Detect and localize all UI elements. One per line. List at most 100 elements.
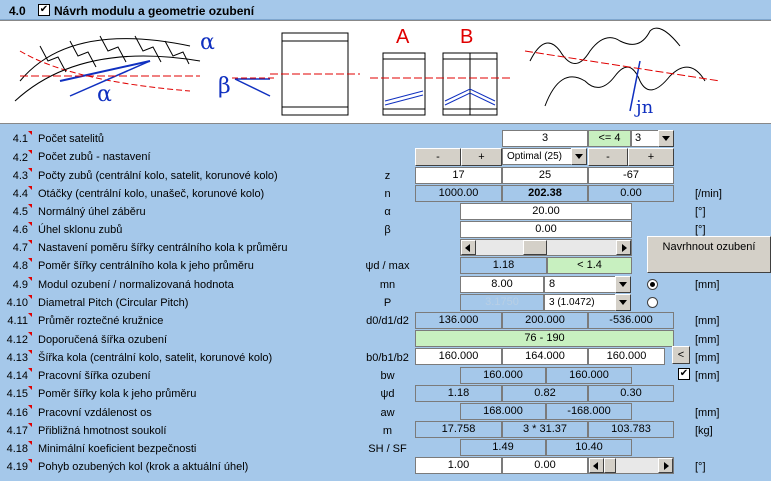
unit-mm: [mm] [695, 370, 720, 382]
pitch-diameter-ring: -536.000 [588, 312, 674, 329]
row-number: 4.9 [0, 277, 32, 291]
gear-mesh-drawing [14, 35, 201, 102]
row-label-pressure-angle: Normálný úhel záběru [38, 206, 146, 218]
width-sun-field[interactable]: 160.000 [415, 348, 502, 365]
motion-slider[interactable] [588, 457, 674, 474]
section-enable-checkbox[interactable]: ✔ [38, 4, 50, 16]
row-symbol: α [384, 206, 391, 218]
weight-ring: 103.783 [588, 421, 674, 438]
weight-planets: 3 * 31.37 [502, 421, 588, 438]
width-ratio-value: 1.18 [460, 257, 547, 274]
row-number: 4.18 [0, 441, 32, 455]
motion-thumb[interactable] [604, 458, 616, 473]
row-label-working-width: Pracovní šířka ozubení [38, 370, 151, 382]
motion-step-field[interactable]: 1.00 [415, 457, 502, 474]
design-gearing-button[interactable]: Navrhnout ozubení [647, 236, 771, 273]
row-symbol: bw [380, 370, 395, 382]
width-ratio-max: < 1.4 [547, 257, 632, 274]
module-dropdown-arrow[interactable] [615, 276, 631, 293]
teeth-plus-right-button[interactable]: + [628, 148, 674, 166]
width-planet-field[interactable]: 164.000 [502, 348, 588, 365]
slider-thumb[interactable] [523, 240, 547, 255]
alpha-label-1: α [200, 30, 215, 55]
teeth-mode-dropdown-arrow[interactable] [571, 148, 587, 165]
unit-mm: [mm] [695, 407, 720, 419]
unit-deg: [°] [695, 206, 706, 218]
unit-mm: [mm] [695, 334, 720, 346]
row-label-weight: Přibližná hmotnost soukolí [38, 425, 167, 437]
row-number: 4.8 [0, 258, 32, 272]
row-number: 4.11 [0, 313, 32, 327]
motion-left-arrow[interactable] [589, 458, 604, 473]
row-number: 4.4 [0, 186, 32, 200]
center-distance-sun: 168.000 [460, 403, 546, 420]
satellites-dropdown-arrow[interactable] [658, 130, 674, 147]
row-number: 4.16 [0, 405, 32, 419]
speed-sun-value: 1000.00 [415, 185, 502, 202]
row-label-recommended-width: Doporučená šířka ozubení [38, 334, 168, 346]
row-number: 4.13 [0, 350, 32, 364]
beta-angle-drawing [234, 78, 271, 97]
width-adjust-button[interactable]: < [672, 346, 690, 364]
row-symbol: P [383, 297, 392, 309]
satellites-count-field[interactable]: 3 [502, 130, 588, 147]
row-number: 4.15 [0, 386, 32, 400]
diametral-pitch-radio[interactable] [647, 297, 658, 308]
pressure-angle-field[interactable]: 20.00 [460, 203, 632, 220]
teeth-plus-left-button[interactable]: + [461, 148, 502, 166]
teeth-mode-select[interactable]: Optimal (25) [502, 148, 572, 165]
speed-ring-value: 0.00 [588, 185, 674, 202]
satellites-select[interactable]: 3 [631, 130, 659, 147]
working-width-checkbox[interactable]: ✔ [678, 368, 690, 380]
row-label-helix-angle: Úhel sklonu zubů [38, 224, 123, 236]
teeth-ring-field[interactable]: -67 [588, 167, 674, 184]
row-label-pitch-diameter: Průměr roztečné kružnice [38, 315, 164, 327]
unit-mm: [mm] [695, 315, 720, 327]
row-label-center-distance: Pracovní vzdálenost os [38, 407, 152, 419]
section-number: 4.0 [9, 4, 26, 18]
width-ring-field[interactable]: 160.000 [588, 348, 665, 365]
teeth-minus-left-button[interactable]: - [415, 148, 461, 166]
helix-a-label: A [396, 26, 410, 48]
helix-angle-field[interactable]: 0.00 [460, 221, 632, 238]
unit-mm: [mm] [695, 279, 720, 291]
teeth-sun-field[interactable]: 17 [415, 167, 502, 184]
row-label-satellites: Počet satelitů [38, 133, 105, 145]
row-label-teeth-setting: Počet zubů - nastavení [38, 151, 151, 163]
pitch-diameter-planet: 200.000 [502, 312, 588, 329]
row-symbol: n [384, 188, 391, 200]
module-radio[interactable] [647, 279, 658, 290]
row-number: 4.17 [0, 423, 32, 437]
row-label-gear-width: Šířka kola (centrální kolo, satelit, kor… [38, 352, 273, 364]
slider-right-arrow[interactable] [616, 240, 631, 255]
working-width-ring: 160.000 [546, 367, 632, 384]
motion-right-arrow[interactable] [658, 458, 673, 473]
module-standard-select[interactable]: 8 [544, 276, 616, 293]
teeth-minus-right-button[interactable]: - [588, 148, 628, 166]
jn-label: jn [634, 97, 654, 118]
pitch-diameter-sun: 136.000 [415, 312, 502, 329]
safety-factor-sf: 10.40 [546, 439, 632, 456]
slider-left-arrow[interactable] [461, 240, 476, 255]
row-label-width-ratio: Poměr šířky centrálního kola k jeho prům… [38, 260, 254, 272]
diametral-pitch-dropdown-arrow[interactable] [615, 294, 631, 311]
row-symbol: aw [380, 407, 395, 419]
width-ratio-slider[interactable] [460, 239, 632, 256]
motion-angle-value: 0.00 [502, 457, 588, 474]
teeth-planet-field[interactable]: 25 [502, 167, 588, 184]
row-number: 4.12 [0, 332, 32, 346]
row-label-module: Modul ozubení / normalizovaná hodnota [38, 279, 234, 291]
unit-deg: [°] [695, 224, 706, 236]
width-diameter-ratio-ring: 0.30 [588, 385, 674, 402]
diametral-pitch-select[interactable]: 3 (1.0472) [544, 294, 616, 311]
center-distance-ring: -168.000 [546, 403, 632, 420]
unit-rpm: [/min] [695, 188, 722, 200]
row-number: 4.19 [0, 459, 32, 473]
row-label-diametral-pitch: Diametral Pitch (Circular Pitch) [38, 297, 189, 309]
row-number: 4.14 [0, 368, 32, 382]
row-label-width-ratio-setting: Nastavení poměru šířky centrálního kola … [38, 242, 288, 254]
speed-carrier-value: 202.38 [502, 185, 588, 202]
unit-deg: [°] [695, 461, 706, 473]
row-symbol: ψd / max [365, 260, 410, 272]
module-field[interactable]: 8.00 [460, 276, 544, 293]
